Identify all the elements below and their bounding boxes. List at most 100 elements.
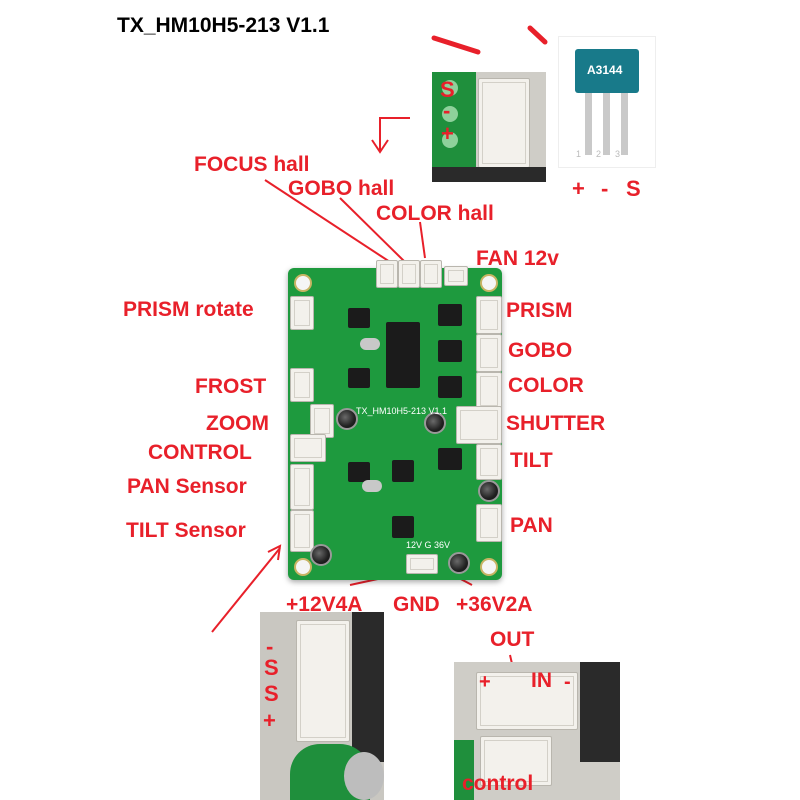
sensor-pin-number-2: 2 — [596, 149, 602, 159]
board-silkscreen-name: TX_HM10H5-213 V1.1 — [356, 406, 448, 416]
hall-pin-plus: + — [441, 121, 454, 146]
power-connector — [406, 554, 438, 574]
hall-connector-housing — [478, 78, 530, 168]
control-connector — [290, 434, 326, 462]
hall-pin-minus: - — [443, 98, 451, 123]
board-silkscreen-power: 12V G 36V — [406, 540, 451, 550]
label-power-36v: +36V2A — [456, 593, 533, 616]
sensor-leg-2 — [603, 93, 610, 155]
sensor-pin-minus: - — [601, 176, 609, 201]
label-tilt-sensor: TILT Sensor — [126, 519, 246, 542]
label-tilt: TILT — [510, 449, 553, 472]
hall-pin-s: S — [440, 77, 455, 102]
control-pin-minus: - — [564, 671, 571, 693]
control-connector-housing — [480, 736, 552, 786]
label-in: IN — [531, 669, 552, 692]
label-control-lower: control — [462, 772, 534, 795]
pad-1 — [442, 80, 458, 96]
gobo-hall-leader — [339, 197, 406, 263]
prism-connector — [476, 296, 502, 334]
mcu-ic — [392, 460, 414, 482]
sensor-pin-number-3: 3 — [615, 149, 621, 159]
tilt-sensor-arrow-line — [211, 547, 281, 633]
sensor-pin-s: S — [626, 176, 641, 201]
hall-arrow-head — [371, 139, 389, 154]
driver-ic-8 — [392, 516, 414, 538]
label-shutter: SHUTTER — [506, 412, 606, 435]
marker-stroke-1 — [431, 35, 481, 55]
sensor-illustration: A3144 1 2 3 — [558, 36, 656, 168]
sensor-leg-1 — [585, 93, 592, 155]
label-frost: FROST — [195, 375, 267, 398]
label-gnd: GND — [393, 593, 440, 616]
color-hall-leader — [419, 221, 426, 259]
pad-3 — [442, 132, 458, 148]
capacitor-5 — [448, 552, 470, 574]
frost-connector — [290, 368, 314, 402]
label-pan: PAN — [510, 514, 553, 537]
main-ic — [386, 322, 420, 388]
capacitor-3 — [478, 480, 500, 502]
label-prism: PRISM — [506, 299, 573, 322]
main-pcb: TX_HM10H5-213 V1.1 12V G 36V — [288, 260, 502, 580]
sensor-conn-pin-plus: + — [263, 708, 276, 733]
driver-ic-2 — [438, 340, 462, 362]
sensor-body — [575, 49, 639, 93]
shutter-connector — [456, 406, 502, 444]
mount-hole-tr — [480, 274, 498, 292]
sensor-part-label: A3144 — [587, 63, 623, 77]
sensor-leg-3 — [621, 93, 628, 155]
driver-ic-1 — [438, 304, 462, 326]
tilt-sensor-arrow-head — [267, 544, 282, 561]
capacitor-2 — [424, 412, 446, 434]
label-power-12v: +12V4A — [286, 593, 363, 616]
control-connector-photo — [454, 662, 620, 800]
label-color-hall: COLOR hall — [376, 202, 494, 225]
label-fan: FAN 12v — [476, 247, 559, 270]
diagram-title: TX_HM10H5-213 V1.1 — [117, 14, 330, 37]
sensor-conn-pin-minus: - — [266, 634, 274, 659]
driver-ic-7 — [348, 462, 370, 482]
pan-connector — [476, 504, 502, 542]
zoom-connector — [310, 404, 334, 438]
mount-hole-tl — [294, 274, 312, 292]
sensor-connector-housing — [296, 620, 350, 742]
driver-ic-5 — [348, 368, 370, 388]
driver-ic-4 — [348, 308, 370, 328]
gobo-hall-connector — [398, 260, 420, 288]
pan-sensor-connector — [290, 464, 314, 510]
sensor-connector-photo — [260, 612, 384, 800]
crystal-2 — [362, 480, 382, 492]
label-gobo-hall: GOBO hall — [288, 177, 395, 200]
label-zoom: ZOOM — [206, 412, 269, 435]
sensor-conn-pin-s2: S — [264, 681, 279, 706]
tilt-sensor-connector — [290, 510, 314, 552]
sensor-pin-plus: + — [572, 176, 585, 201]
fan-connector — [444, 266, 468, 286]
mount-hole-bl — [294, 558, 312, 576]
gobo-connector — [476, 334, 502, 372]
color-connector — [476, 372, 502, 410]
driver-ic-3 — [438, 376, 462, 398]
label-color: COLOR — [508, 374, 584, 397]
label-prism-rotate: PRISM rotate — [123, 298, 254, 321]
label-control: CONTROL — [148, 441, 252, 464]
sensor-conn-pin-s1: S — [264, 655, 279, 680]
hall-arrow-line — [379, 117, 410, 150]
focus-hall-leader — [264, 179, 391, 263]
label-focus-hall: FOCUS hall — [194, 153, 310, 176]
crystal-1 — [360, 338, 380, 350]
pad-2 — [442, 106, 458, 122]
capacitor-4 — [310, 544, 332, 566]
focus-hall-connector — [376, 260, 398, 288]
hall-connector-photo — [432, 72, 546, 182]
control-pin-plus: + — [479, 671, 491, 693]
color-hall-connector — [420, 260, 442, 288]
out-in-connector-housing — [476, 672, 578, 730]
label-pan-sensor: PAN Sensor — [127, 475, 247, 498]
driver-ic-6 — [438, 448, 462, 470]
sensor-pin-number-1: 1 — [576, 149, 582, 159]
label-gobo: GOBO — [508, 339, 573, 362]
tilt-connector — [476, 444, 502, 480]
capacitor-1 — [336, 408, 358, 430]
